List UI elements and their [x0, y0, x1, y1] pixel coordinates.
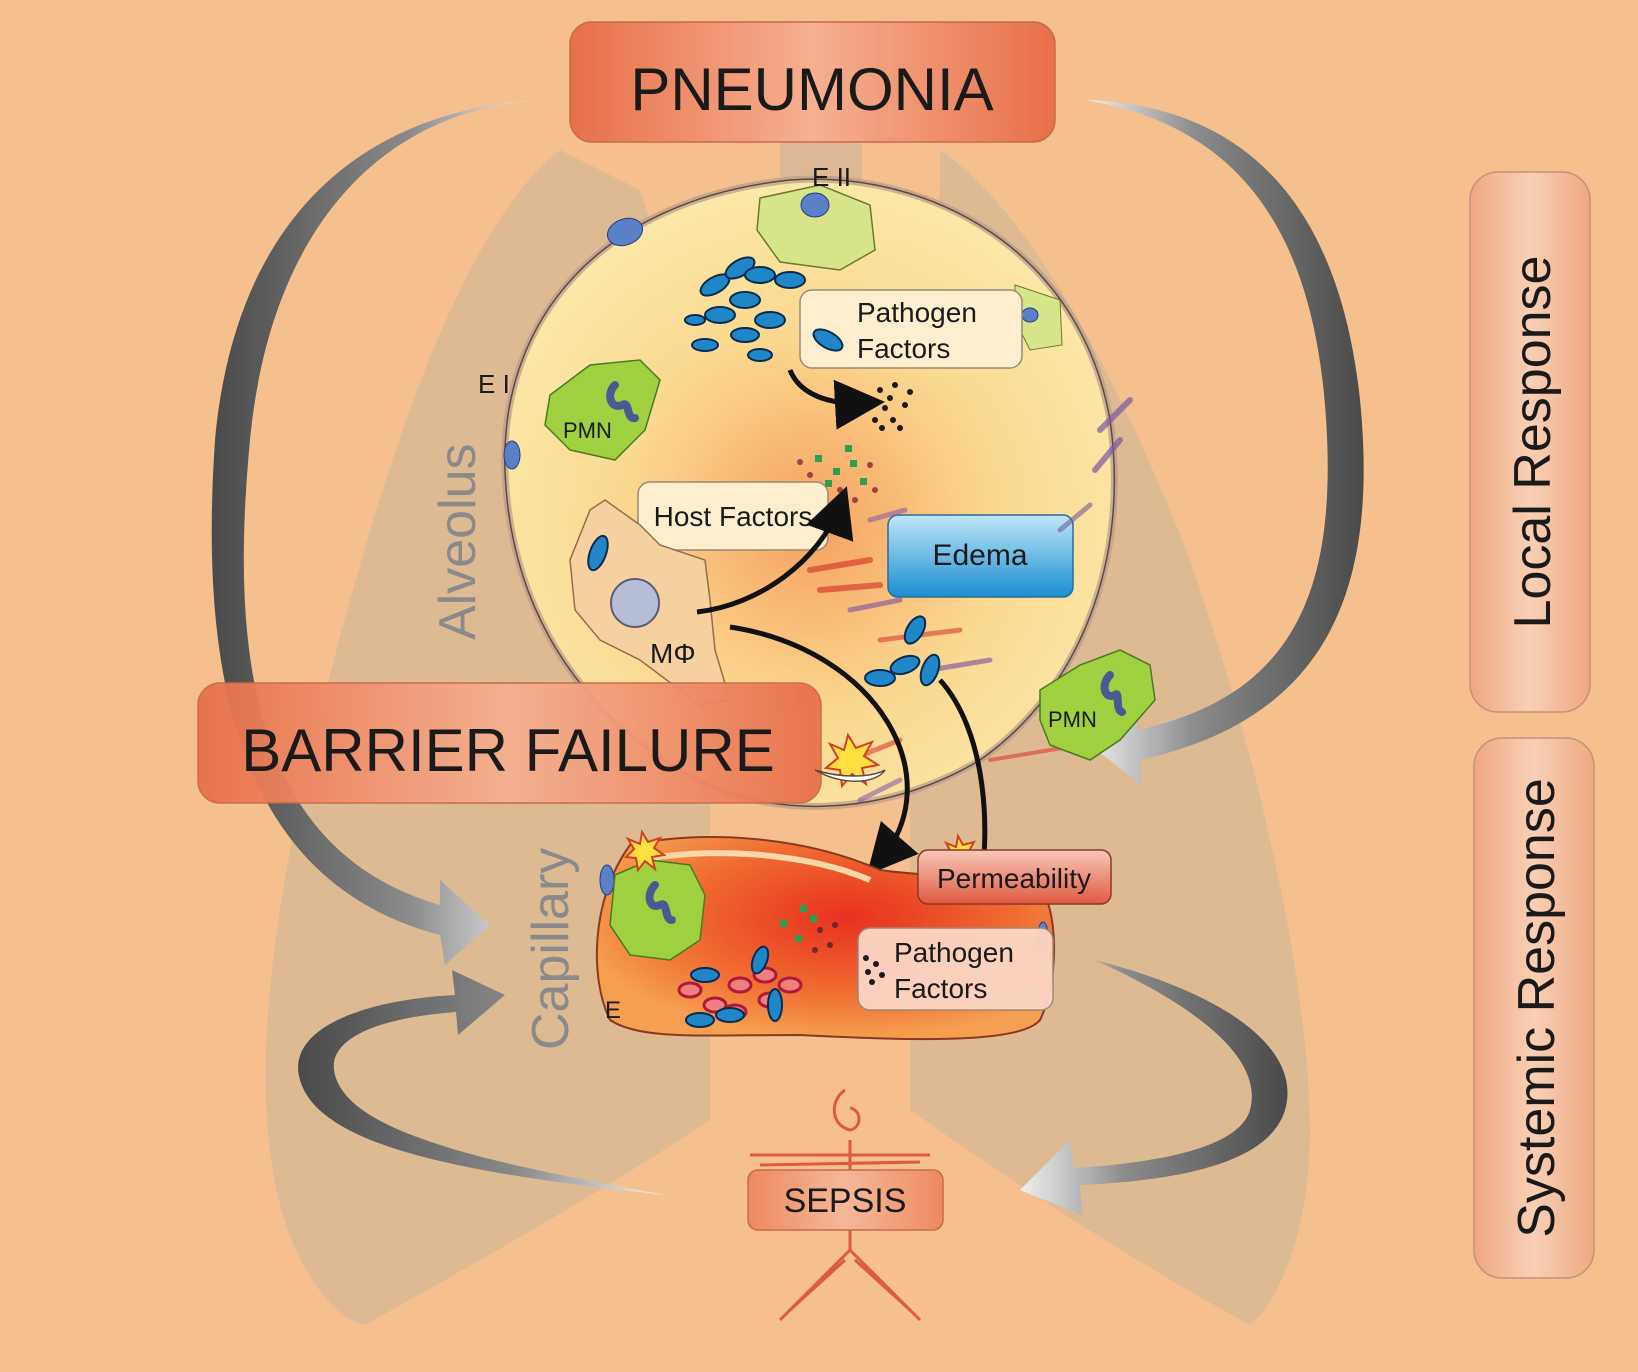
macrophage: MΦ [569, 499, 731, 706]
arrow-macrophage-to-host-factors [696, 486, 854, 615]
bacteria-blood [685, 945, 783, 1028]
bacteria-invading [864, 615, 941, 687]
neutrophil-alveolar: PMN [544, 359, 661, 461]
systemic-response-label: Systemic Response [1508, 778, 1566, 1238]
arrow-macrophage-to-capillary [729, 624, 919, 876]
pathogen-factors-line2: Factors [857, 333, 950, 364]
neutrophil-interstitial: PMN [1039, 649, 1156, 761]
bacterium-icon [812, 328, 844, 352]
edema-box: Edema [887, 514, 1074, 598]
alveolus: E II E I [478, 162, 1133, 810]
edema-label: Edema [932, 539, 1027, 572]
epithelial-nucleus [503, 440, 521, 470]
endothelium-label: E [605, 997, 621, 1024]
type1-epithelial-label: E I [478, 369, 510, 399]
permeability-box: Permeability [917, 849, 1112, 905]
epithelial-nucleus [1021, 307, 1039, 323]
barrier-damage-icon [823, 732, 881, 789]
permeability-label: Permeability [937, 863, 1091, 894]
capillary: E Pathogen Factors Permeability [595, 829, 1112, 1041]
endothelial-damage-icon [623, 829, 667, 873]
interstitial-cells [807, 397, 1133, 803]
barrier-failure-box: BARRIER FAILURE [197, 682, 822, 804]
barrier-failure-title: BARRIER FAILURE [241, 717, 774, 784]
flow-arrows [211, 100, 1364, 1215]
host-factors-box: Host Factors [637, 481, 829, 551]
neutrophil-interstitial-label: PMN [1048, 707, 1097, 732]
local-response-panel: Local Response [1469, 171, 1591, 713]
pathogen-factors-capillary-line2: Factors [894, 973, 987, 1004]
arrow-sepsis-to-capillary [298, 970, 665, 1195]
macrophage-label: MΦ [650, 638, 696, 669]
pathogen-factors-box-alveolar: Pathogen Factors [799, 289, 1023, 369]
bacteria-cluster [684, 256, 806, 362]
type2-epithelial-label: E II [812, 162, 851, 192]
pathogen-factors-capillary-line1: Pathogen [894, 937, 1014, 968]
barrier-gap [814, 769, 886, 782]
sepsis-figure-head [832, 1088, 861, 1132]
host-factor-particles-blood [780, 905, 838, 953]
pneumonia-title-box: PNEUMONIA [569, 21, 1056, 143]
arrow-capillary-to-sepsis [1020, 960, 1288, 1215]
sepsis-box: SEPSIS [747, 1169, 944, 1231]
local-response-label: Local Response [1504, 256, 1562, 629]
host-factors-label: Host Factors [654, 501, 813, 532]
systemic-response-panel: Systemic Response [1473, 737, 1595, 1279]
pathogen-factors-line1: Pathogen [857, 297, 977, 328]
capillary-label: Capillary [522, 848, 580, 1050]
neutrophil-alveolar-label: PMN [563, 418, 612, 443]
type2-epithelial-cell: E II [756, 162, 876, 271]
pathogen-particles-icon [863, 955, 885, 985]
endothelial-nucleus [599, 864, 615, 896]
sepsis-label: SEPSIS [784, 1182, 907, 1220]
svg-text:Pathogen Factors: Pathogen Factors [894, 937, 1022, 1004]
alveolus-outline [504, 178, 1116, 808]
neutrophil-capillary [609, 859, 706, 961]
alveolus-label: Alveolus [429, 443, 487, 640]
epithelial-nucleus [607, 217, 643, 247]
pathogen-factors-box-capillary: Pathogen Factors [857, 927, 1054, 1011]
svg-text:Pathogen Factors: Pathogen Factors [857, 297, 985, 364]
pneumonia-title: PNEUMONIA [630, 56, 993, 123]
arrow-pathogen-release [787, 368, 885, 430]
